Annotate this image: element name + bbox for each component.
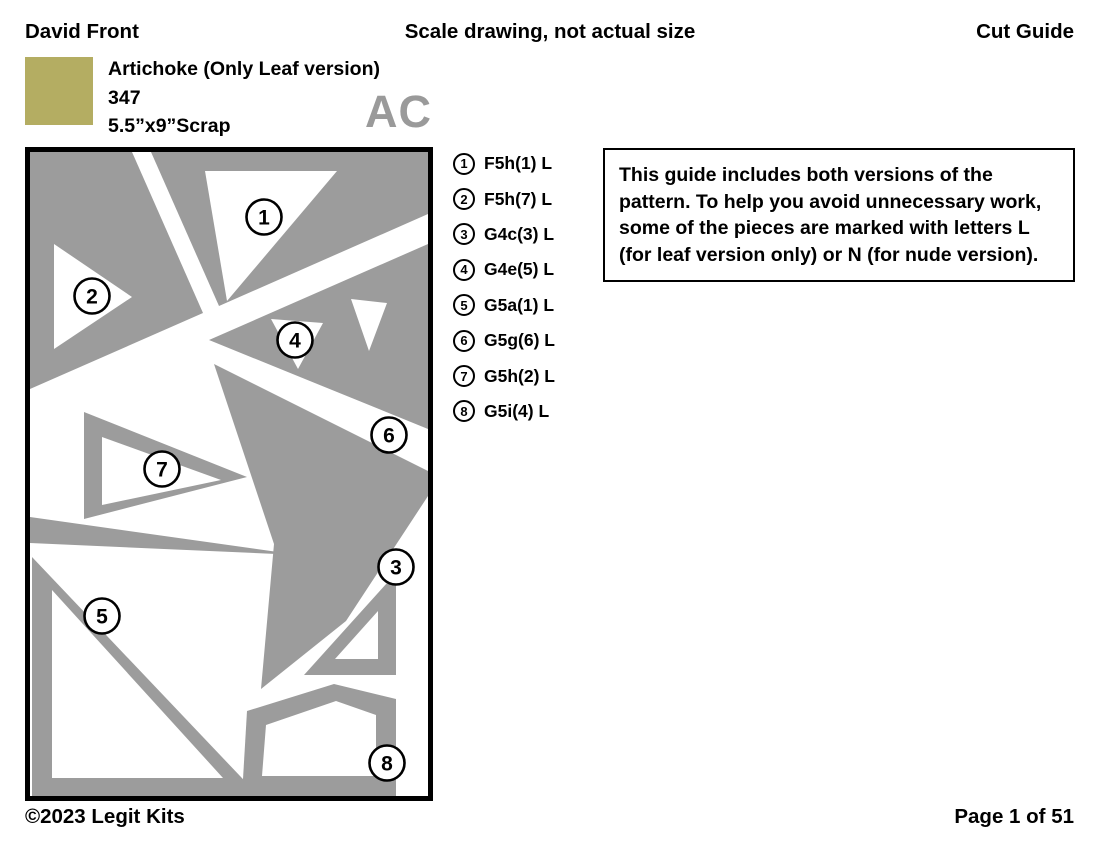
page-number: Page 1 of 51 [954, 805, 1074, 828]
legend-number-badge: 4 [453, 258, 475, 281]
pattern-piece [30, 517, 299, 555]
legend-item: 4 G4e(5) L [453, 252, 555, 287]
legend-number-badge: 2 [453, 188, 475, 211]
piece-number-label: 3 [390, 557, 402, 580]
legend-number-badge: 3 [453, 223, 475, 246]
piece-number-label: 8 [381, 753, 393, 776]
fabric-name: Artichoke (Only Leaf version) [108, 58, 380, 80]
piece-legend: 1 F5h(1) L 2 F5h(7) L 3 G4c(3) L 4 G4e(5) L 5 G5a… [453, 146, 555, 429]
pattern-svg: 1 2 3 4 5 6 7 8 [30, 152, 428, 796]
note-box: This guide includes both versions of the… [603, 148, 1075, 282]
section-code: AC [365, 86, 432, 137]
piece-number-marker [276, 321, 314, 359]
pattern-opening [52, 590, 223, 778]
page-title-center: Scale drawing, not actual size [404, 20, 696, 43]
legend-item: 8 G5i(4) L [453, 394, 555, 429]
legend-number-badge: 5 [453, 294, 475, 317]
piece-number-label: 1 [258, 207, 270, 230]
legend-label: F5h(1) L [484, 153, 553, 174]
legend-label: G5g(6) L [484, 330, 555, 351]
legend-item: 3 G4c(3) L [453, 217, 555, 252]
piece-number-marker [245, 198, 283, 236]
page-title-left: David Front [25, 20, 139, 43]
legend-label: G4e(5) L [484, 259, 555, 280]
legend-item: 7 G5h(2) L [453, 358, 555, 393]
piece-number-label: 5 [96, 606, 108, 629]
piece-markers: 1 2 3 4 5 6 7 8 [73, 198, 415, 782]
pattern-piece [209, 244, 428, 429]
piece-number-marker [73, 277, 111, 315]
legend-item: 1 F5h(1) L [453, 146, 555, 181]
fabric-code: 347 [108, 86, 141, 109]
pattern-opening [262, 701, 376, 776]
copyright: ©2023 Legit Kits [25, 805, 185, 828]
legend-number-badge: 7 [453, 365, 475, 388]
piece-number-marker [377, 548, 415, 586]
legend-label: G4c(3) L [484, 223, 555, 244]
fabric-swatch [25, 57, 93, 125]
legend-item: 2 F5h(7) L [453, 181, 555, 216]
piece-number-marker [83, 597, 121, 635]
legend-label: F5h(7) L [484, 188, 553, 209]
piece-number-label: 4 [289, 330, 301, 353]
fabric-size: 5.5”x9”Scrap [108, 115, 231, 137]
legend-number-badge: 8 [453, 400, 475, 423]
pattern-opening [335, 611, 378, 659]
note-text: This guide includes both versions of the… [619, 164, 1042, 266]
piece-number-label: 7 [156, 459, 168, 482]
pattern-opening [205, 171, 337, 301]
piece-number-label: 6 [383, 425, 395, 448]
piece-number-marker [143, 450, 181, 488]
legend-item: 5 G5a(1) L [453, 288, 555, 323]
legend-item: 6 G5g(6) L [453, 323, 555, 358]
page-title-right: Cut Guide [976, 20, 1074, 43]
fabric-info: Artichoke (Only Leaf version) 347 5.5”x9… [108, 55, 380, 141]
legend-label: G5h(2) L [484, 365, 555, 386]
legend-number-badge: 1 [453, 152, 475, 175]
pattern-scale-drawing: 1 2 3 4 5 6 7 8 [25, 147, 433, 801]
piece-number-label: 2 [86, 286, 98, 309]
piece-number-marker [370, 416, 408, 454]
legend-number-badge: 6 [453, 329, 475, 352]
pattern-opening [351, 299, 387, 351]
legend-label: G5i(4) L [484, 400, 550, 421]
piece-number-marker [368, 744, 406, 782]
legend-label: G5a(1) L [484, 294, 555, 315]
